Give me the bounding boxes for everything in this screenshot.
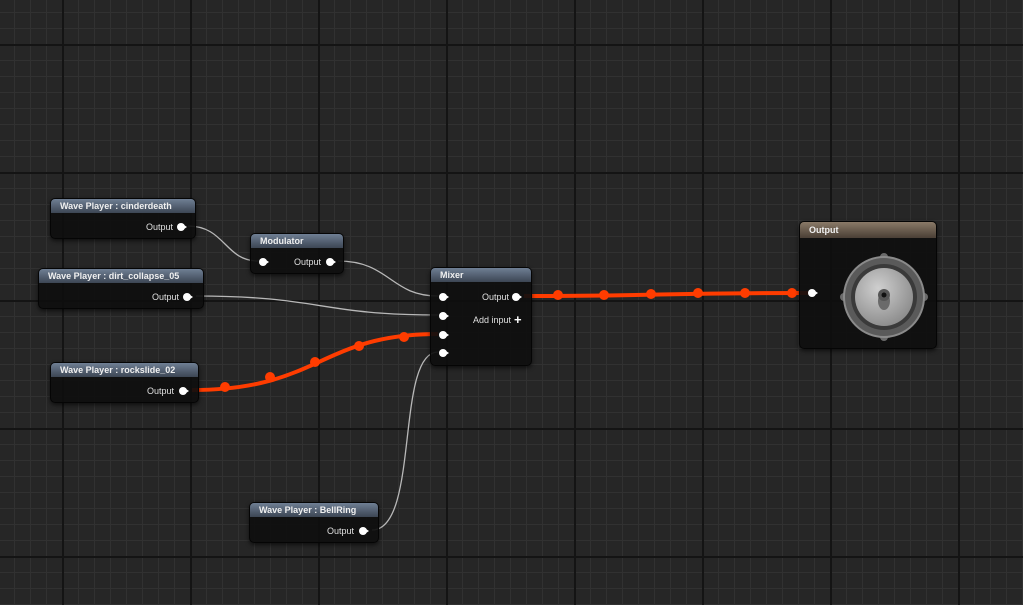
- input-pin-3[interactable]: [439, 331, 449, 339]
- input-pin-2[interactable]: [439, 312, 449, 320]
- output-label: Output: [326, 526, 354, 536]
- flow-dot: [310, 357, 320, 367]
- speaker-icon: [840, 253, 928, 341]
- input-pin-4[interactable]: [439, 349, 449, 357]
- output-pin[interactable]: [359, 527, 369, 535]
- plus-icon[interactable]: +: [514, 312, 522, 327]
- flow-dot: [354, 341, 364, 351]
- output-pin[interactable]: [512, 293, 522, 301]
- wire-mixer-output-active: [523, 291, 809, 298]
- output-pin[interactable]: [179, 387, 189, 395]
- wire-bellring-mixer: [371, 351, 439, 531]
- node-title: Wave Player : BellRing: [250, 503, 378, 517]
- flow-dot: [399, 332, 409, 342]
- node-title: Wave Player : cinderdeath: [51, 199, 195, 213]
- node-title: Output: [800, 222, 936, 238]
- output-label: Output: [151, 292, 179, 302]
- input-pin[interactable]: [808, 289, 818, 297]
- flow-dot: [693, 288, 703, 298]
- node-title: Modulator: [251, 234, 343, 248]
- output-pin[interactable]: [326, 258, 336, 266]
- node-wave-player-rockslide[interactable]: Wave Player : rockslide_02 Output: [50, 362, 199, 403]
- node-wave-player-dirt-collapse[interactable]: Wave Player : dirt_collapse_05 Output: [38, 268, 204, 309]
- wire-dirt-mixer: [195, 295, 439, 316]
- node-modulator[interactable]: Modulator Output: [250, 233, 344, 274]
- output-pin[interactable]: [177, 223, 187, 231]
- flow-dot: [740, 288, 750, 298]
- node-title: Mixer: [431, 268, 531, 282]
- output-pin[interactable]: [183, 293, 193, 301]
- wire-modulator-mixer: [337, 260, 439, 297]
- node-mixer[interactable]: Mixer Output Add input +: [430, 267, 532, 366]
- add-input-button[interactable]: Add input: [472, 315, 511, 325]
- flow-dot: [787, 288, 797, 298]
- output-label: Output: [293, 257, 321, 267]
- node-wave-player-cinderdeath[interactable]: Wave Player : cinderdeath Output: [50, 198, 196, 239]
- flow-dot: [646, 289, 656, 299]
- output-label: Output: [146, 386, 174, 396]
- flow-dot: [220, 382, 230, 392]
- wire-cinderdeath-modulator: [187, 225, 259, 262]
- node-wave-player-bellring[interactable]: Wave Player : BellRing Output: [249, 502, 379, 543]
- node-output[interactable]: Output: [799, 221, 937, 349]
- flow-dot: [599, 290, 609, 300]
- input-pin[interactable]: [259, 258, 269, 266]
- flow-dot: [553, 290, 563, 300]
- input-pin-1[interactable]: [439, 293, 449, 301]
- node-title: Wave Player : rockslide_02: [51, 363, 198, 377]
- flow-dot: [265, 372, 275, 382]
- node-title: Wave Player : dirt_collapse_05: [39, 269, 203, 283]
- output-label: Output: [481, 292, 509, 302]
- output-label: Output: [145, 222, 173, 232]
